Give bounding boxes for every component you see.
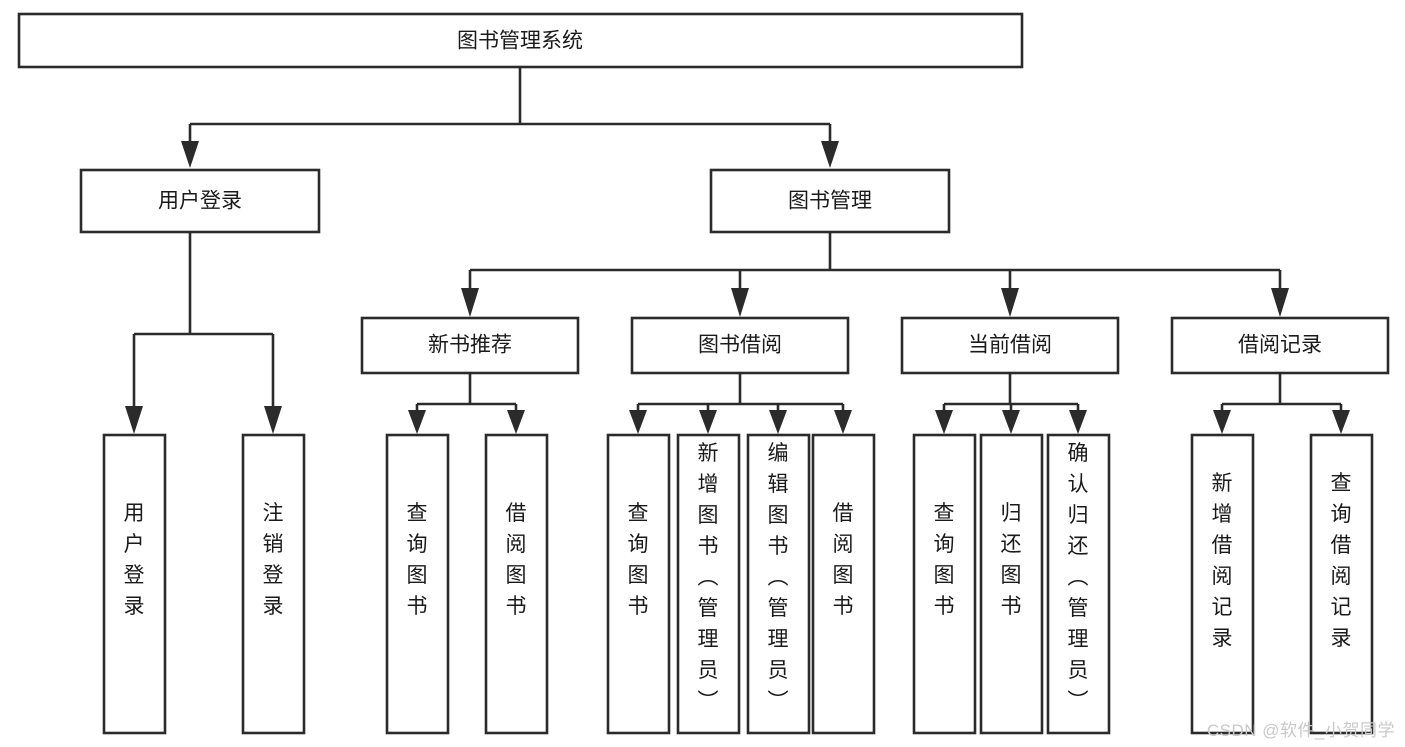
leaf-node-02[interactable]: 注销登录 <box>241 433 306 735</box>
leaf-node-10-label: 归还图书 <box>1001 502 1022 618</box>
node-book-management-box[interactable] <box>709 168 951 234</box>
node-root-box[interactable] <box>17 12 1024 69</box>
arrow-leaf-01 <box>125 406 143 434</box>
arrow-to-user-login <box>181 141 199 168</box>
node-user-login-box[interactable] <box>79 168 321 234</box>
leaf-node-01-label: 用户登录 <box>124 502 145 618</box>
arrow-to-borrow-record <box>1271 288 1289 317</box>
node-borrow-record-label: 借阅记录 <box>1238 334 1322 357</box>
leaf-node-11-box[interactable] <box>1046 433 1111 735</box>
arrow-leaf-11 <box>1069 410 1087 434</box>
leaf-node-09-label: 查询图书 <box>934 502 955 618</box>
leaf-node-13-box[interactable] <box>1309 433 1374 735</box>
node-book-borrow[interactable]: 图书借阅 <box>630 316 850 375</box>
arrow-leaf-13 <box>1332 410 1350 434</box>
node-new-book-recommend-label: 新书推荐 <box>428 334 512 357</box>
arrow-leaf-04 <box>507 410 525 434</box>
arrow-to-new-book-rec <box>461 288 479 317</box>
leaf-node-09-box[interactable] <box>912 433 977 735</box>
arrow-leaf-06 <box>699 410 717 434</box>
leaf-node-06-label: 新增图书︵管理员︶ <box>698 442 719 713</box>
connector-layer <box>125 67 1350 434</box>
node-root[interactable]: 图书管理系统 <box>17 12 1024 69</box>
node-book-management[interactable]: 图书管理 <box>709 168 951 234</box>
leaf-node-03[interactable]: 查询图书 <box>385 433 450 735</box>
arrow-leaf-09 <box>935 410 953 434</box>
arrow-leaf-08 <box>834 410 852 434</box>
leaf-node-08-box[interactable] <box>811 433 876 735</box>
arrow-leaf-07 <box>769 410 787 434</box>
leaf-node-10-box[interactable] <box>979 433 1044 735</box>
node-borrow-record-box[interactable] <box>1170 316 1390 375</box>
leaf-node-12[interactable]: 新增借阅记录 <box>1190 433 1255 735</box>
csdn-watermark: CSDN @软件_小贺同学 <box>1206 721 1395 740</box>
arrow-leaf-10 <box>1002 410 1020 434</box>
leaf-node-13[interactable]: 查询借阅记录 <box>1309 433 1374 735</box>
leaf-node-08-label: 借阅图书 <box>833 502 854 618</box>
arrow-leaf-12 <box>1213 410 1231 434</box>
node-current-borrow-label: 当前借阅 <box>968 334 1052 357</box>
leaf-node-05[interactable]: 查询图书 <box>606 433 671 735</box>
node-book-management-label: 图书管理 <box>788 190 872 213</box>
leaf-node-01[interactable]: 用户登录 <box>102 433 167 735</box>
arrow-leaf-05 <box>629 410 647 434</box>
leaf-node-05-box[interactable] <box>606 433 671 735</box>
node-root-label: 图书管理系统 <box>457 30 583 53</box>
leaf-node-11-label: 确认归还︵管理员︶ <box>1068 442 1089 713</box>
leaf-node-08[interactable]: 借阅图书 <box>811 433 876 735</box>
node-book-borrow-box[interactable] <box>630 316 850 375</box>
leaf-node-04[interactable]: 借阅图书 <box>484 433 549 735</box>
leaf-node-02-box[interactable] <box>241 433 306 735</box>
leaf-node-06-box[interactable] <box>676 433 741 735</box>
leaf-node-04-box[interactable] <box>484 433 549 735</box>
node-book-borrow-label: 图书借阅 <box>698 334 782 357</box>
leaf-node-05-label: 查询图书 <box>628 502 649 618</box>
leaf-node-07[interactable]: 编辑图书︵管理员︶ <box>746 433 811 735</box>
leaf-node-01-box[interactable] <box>102 433 167 735</box>
leaf-node-10[interactable]: 归还图书 <box>979 433 1044 735</box>
node-user-login[interactable]: 用户登录 <box>79 168 321 234</box>
node-user-login-label: 用户登录 <box>158 190 242 213</box>
node-current-borrow-box[interactable] <box>900 316 1120 375</box>
arrow-leaf-02 <box>264 406 282 434</box>
leaf-node-09[interactable]: 查询图书 <box>912 433 977 735</box>
node-new-book-recommend-box[interactable] <box>360 316 580 375</box>
node-borrow-record[interactable]: 借阅记录 <box>1170 316 1390 375</box>
leaf-node-06[interactable]: 新增图书︵管理员︶ <box>676 433 741 735</box>
leaf-node-11[interactable]: 确认归还︵管理员︶ <box>1046 433 1111 735</box>
leaf-node-03-box[interactable] <box>385 433 450 735</box>
node-new-book-recommend[interactable]: 新书推荐 <box>360 316 580 375</box>
arrow-to-current-borrow <box>1001 288 1019 317</box>
arrow-leaf-03 <box>408 410 426 434</box>
leaf-node-07-box[interactable] <box>746 433 811 735</box>
leaf-node-13-label: 查询借阅记录 <box>1331 472 1352 650</box>
node-current-borrow[interactable]: 当前借阅 <box>900 316 1120 375</box>
arrow-to-book-borrow <box>731 288 749 317</box>
leaf-node-12-box[interactable] <box>1190 433 1255 735</box>
leaf-node-03-label: 查询图书 <box>407 502 428 618</box>
leaf-node-07-label: 编辑图书︵管理员︶ <box>768 442 789 713</box>
arrow-to-book-mgmt <box>821 141 839 168</box>
leaf-node-02-label: 注销登录 <box>263 502 284 618</box>
leaf-node-04-label: 借阅图书 <box>506 502 527 618</box>
leaf-node-12-label: 新增借阅记录 <box>1212 472 1233 650</box>
